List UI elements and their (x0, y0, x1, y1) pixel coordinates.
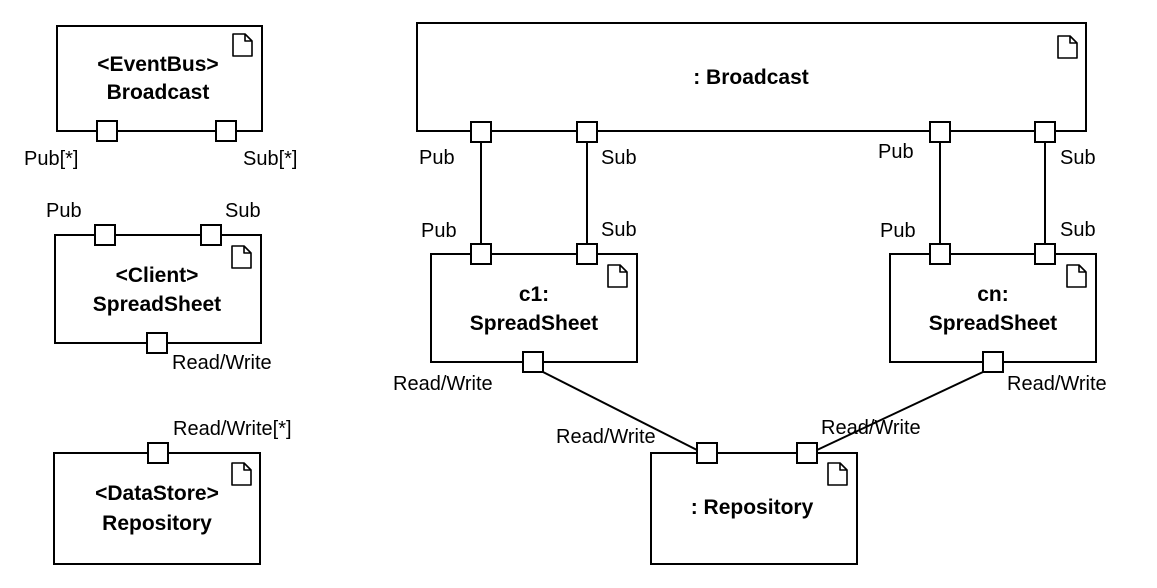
cn-sub-port (1034, 243, 1056, 265)
connectors (480, 142, 1046, 451)
repository-rw-label-left: Read/Write (556, 426, 656, 448)
broadcast-sub-label-2: Sub (1060, 147, 1096, 169)
broadcast-type-sub-label: Sub[*] (243, 148, 297, 170)
document-icon (607, 264, 628, 288)
connector-c1-repository (542, 371, 698, 451)
c1-rw-label: Read/Write (393, 373, 493, 395)
document-icon (1066, 264, 1087, 288)
broadcast-type-component: <EventBus> Broadcast Pub[*] Sub[*] (24, 25, 297, 170)
repository-type-box (53, 452, 261, 565)
cn-type: SpreadSheet (929, 312, 1057, 335)
repository-type-component: <DataStore> Repository Read/Write[*] (53, 418, 292, 565)
repository-rw-port-left (696, 442, 718, 464)
cn-rw-port (982, 351, 1004, 373)
cn-box (889, 253, 1097, 363)
spreadsheet-type-stereotype: <Client> (116, 264, 199, 287)
broadcast-type-pub-port (96, 120, 118, 142)
document-icon (1057, 35, 1078, 59)
repository-instance: : Repository Read/Write Read/Write (556, 417, 921, 565)
spreadsheet-type-sub-label: Sub (225, 200, 261, 222)
broadcast-type-name: Broadcast (107, 81, 210, 104)
broadcast-sub-port-1 (576, 121, 598, 143)
c1-sub-label: Sub (601, 219, 637, 241)
cn-name: cn: (977, 283, 1009, 306)
c1-box (430, 253, 638, 363)
broadcast-pub-label-2: Pub (878, 141, 914, 163)
broadcast-sub-port-2 (1034, 121, 1056, 143)
spreadsheet-type-pub-port (94, 224, 116, 246)
document-icon (827, 462, 848, 486)
spreadsheet-type-rw-label: Read/Write (172, 352, 272, 374)
broadcast-type-box (56, 25, 263, 132)
repository-instance-box (650, 452, 858, 565)
cn-pub-port (929, 243, 951, 265)
repository-type-stereotype: <DataStore> (95, 482, 219, 505)
spreadsheet-type-name: SpreadSheet (93, 293, 221, 316)
spreadsheet-type-pub-label: Pub (46, 200, 82, 222)
spreadsheet-type-component: <Client> SpreadSheet Pub Sub Read/Write (46, 200, 272, 374)
repository-rw-port-right (796, 442, 818, 464)
cn-spreadsheet-instance: cn: SpreadSheet Pub Sub Read/Write (880, 219, 1107, 395)
c1-sub-port (576, 243, 598, 265)
broadcast-pub-label-1: Pub (419, 147, 455, 169)
spreadsheet-type-box (54, 234, 262, 344)
repository-type-rw-label: Read/Write[*] (173, 418, 292, 440)
c1-pub-port (470, 243, 492, 265)
broadcast-instance-box (416, 22, 1087, 132)
c1-rw-port (522, 351, 544, 373)
document-icon (232, 33, 253, 57)
repository-rw-label-right: Read/Write (821, 417, 921, 439)
broadcast-type-stereotype: <EventBus> (97, 53, 218, 76)
document-icon (231, 462, 252, 486)
c1-name: c1: (519, 283, 549, 306)
cn-pub-label: Pub (880, 220, 916, 242)
repository-type-name: Repository (102, 512, 212, 535)
broadcast-type-sub-port (215, 120, 237, 142)
cn-rw-label: Read/Write (1007, 373, 1107, 395)
broadcast-instance-title: : Broadcast (693, 66, 809, 89)
repository-type-rw-port (147, 442, 169, 464)
document-icon (231, 245, 252, 269)
c1-spreadsheet-instance: c1: SpreadSheet Pub Sub Read/Write (393, 219, 638, 395)
cn-sub-label: Sub (1060, 219, 1096, 241)
connector-cn-repository (816, 371, 984, 451)
c1-type: SpreadSheet (470, 312, 598, 335)
repository-instance-title: : Repository (691, 496, 814, 519)
broadcast-instance: : Broadcast Pub Sub Pub Sub (416, 22, 1096, 169)
broadcast-pub-port-1 (470, 121, 492, 143)
broadcast-sub-label-1: Sub (601, 147, 637, 169)
spreadsheet-type-sub-port (200, 224, 222, 246)
c1-pub-label: Pub (421, 220, 457, 242)
broadcast-type-pub-label: Pub[*] (24, 148, 78, 170)
spreadsheet-type-rw-port (146, 332, 168, 354)
broadcast-pub-port-2 (929, 121, 951, 143)
